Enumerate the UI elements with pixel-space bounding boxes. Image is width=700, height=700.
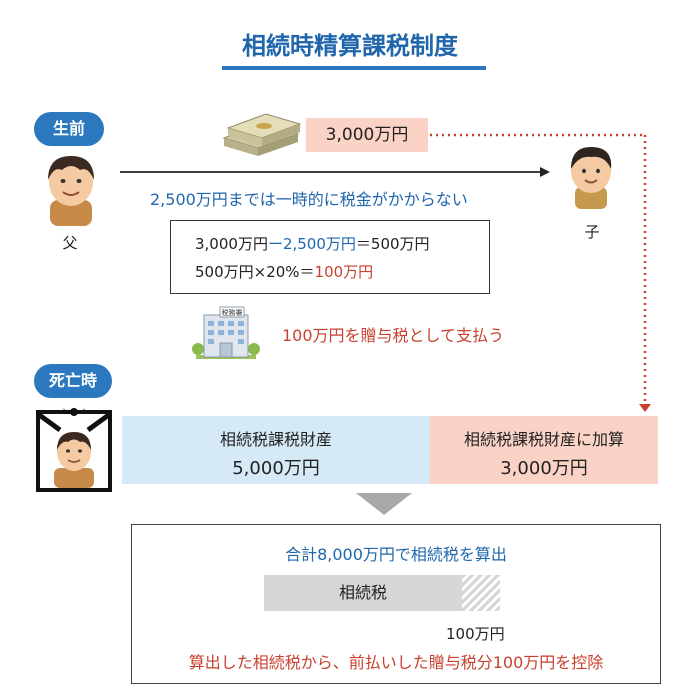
pay-note: 100万円を贈与税として支払う (282, 326, 505, 345)
estate-label: 相続税課税財産 (219, 430, 332, 449)
lifetime-label: 生前 (34, 112, 104, 146)
added-estate-value: 3,000万円 (500, 458, 588, 479)
down-arrow (356, 493, 412, 515)
page-title: 相続時精算課税制度 (242, 32, 458, 60)
calc-line-2: 500万円×20%＝100万円 (195, 261, 373, 282)
result-deduction-line: 算出した相続税から、前払いした贈与税分100万円を控除 (188, 653, 604, 672)
calculation-box: 3,000万円ー2,500万円＝500万円 500万円×20%＝100万円 (170, 220, 490, 294)
calc-gift-tax: 100万円 (314, 263, 374, 281)
gift-arrow (120, 167, 550, 177)
tax-office-sign: 税務署 (222, 308, 243, 317)
gift-amount: 3,000万円 (306, 118, 428, 152)
calc-rate: 500万円×20%＝ (195, 263, 315, 281)
tax-office-icon: 税務署 (192, 306, 260, 359)
prepaid-amount-label: 100万円 (446, 625, 505, 643)
estate-value: 5,000万円 (232, 458, 320, 479)
child-label: 子 (584, 223, 600, 241)
inheritance-tax-bar: 相続税 (264, 575, 462, 611)
gift-note: 2,500万円までは一時的に税金がかからない (150, 190, 468, 209)
child-icon (571, 147, 612, 209)
added-estate-box: 相続税課税財産に加算 3,000万円 (430, 416, 658, 484)
calc-line-1: 3,000万円ー2,500万円＝500万円 (195, 233, 430, 254)
calc-excess: ＝500万円 (355, 235, 430, 253)
calc-total: 3,000万円 (195, 235, 268, 253)
father-label: 父 (62, 234, 78, 252)
calc-exemption: ー2,500万円 (267, 235, 356, 253)
result-total-line: 合計8,000万円で相続税を算出 (285, 545, 507, 564)
money-icon (222, 113, 302, 156)
prepaid-tax-segment (462, 575, 500, 611)
result-box: 合計8,000万円で相続税を算出 相続税 100万円 算出した相続税から、前払い… (131, 524, 661, 684)
memorial-portrait-icon (36, 408, 112, 492)
added-estate-label: 相続税課税財産に加算 (463, 430, 624, 449)
father-icon (48, 156, 94, 226)
death-label: 死亡時 (34, 364, 112, 398)
title-underline (222, 66, 486, 70)
estate-box: 相続税課税財産 5,000万円 (122, 416, 430, 484)
